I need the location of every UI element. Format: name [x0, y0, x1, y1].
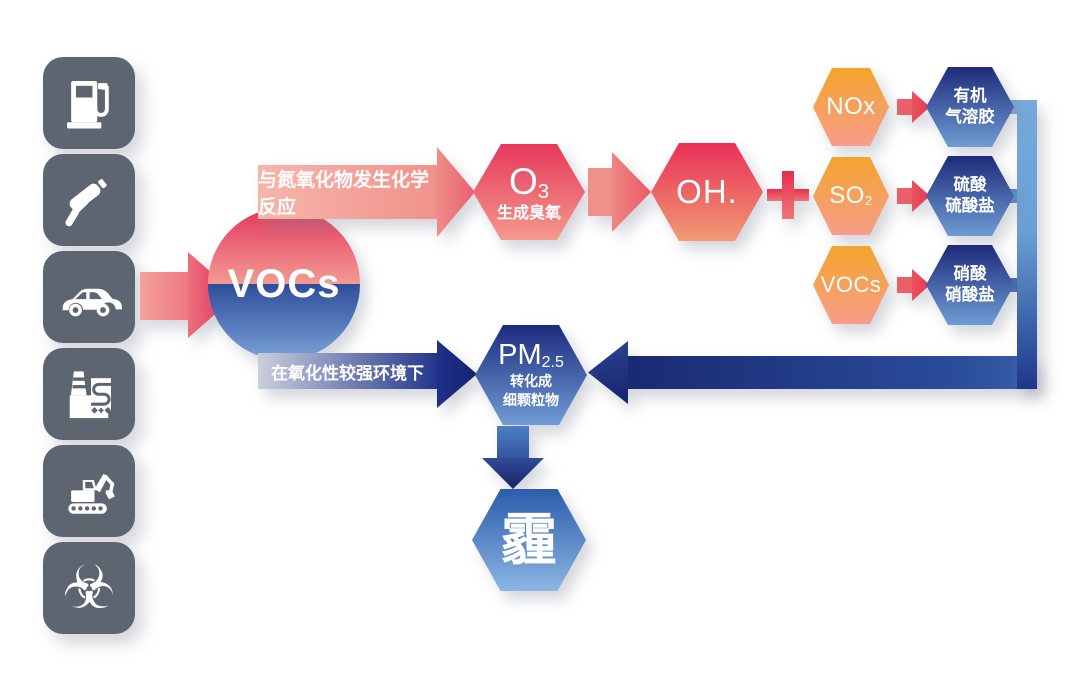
vocs-circle-red-half: [208, 208, 360, 284]
source-tile-biohazard: ☣: [43, 542, 135, 634]
pm25-formula: PM2.5: [498, 339, 564, 372]
organic-aerosol-node: 有机 气溶胶: [926, 67, 1014, 147]
vocs-circle-blue-half: [208, 284, 360, 360]
fuel-pump-icon: [67, 81, 109, 129]
nox-arrow: [897, 91, 930, 123]
oxidation-arrow-label: 在氧化性较强环境下: [258, 353, 437, 389]
vocs-circle: VOCs: [208, 208, 360, 360]
products-to-pm-arrow: [588, 341, 1037, 404]
reaction-arrow: 与氮氧化物发生化学反应: [258, 147, 475, 255]
oxidation-arrow: 在氧化性较强环境下: [258, 340, 477, 408]
sulfate-node: 硫酸 硫酸盐: [926, 156, 1014, 236]
so2-label: SO2: [829, 181, 873, 209]
haze-node: 霾: [472, 489, 586, 591]
plus-icon: +: [767, 171, 809, 219]
reaction-arrow-label: 与氮氧化物发生化学反应: [258, 165, 437, 219]
o3-formula: O3: [508, 160, 550, 203]
pm-to-haze-arrow: [482, 426, 544, 489]
o3-node: O3 生成臭氧: [473, 144, 585, 240]
source-tile-paint-roller: [43, 154, 135, 246]
o3-caption: 生成臭氧: [496, 204, 561, 222]
oh-label: OH.: [676, 172, 738, 210]
factory-icon: [69, 371, 112, 419]
collector-bar: [1017, 100, 1037, 389]
biohazard-icon: ☣: [62, 553, 116, 623]
car-icon: [62, 288, 122, 317]
haze-label: 霾: [501, 508, 557, 572]
vocs-node: VOCs: [208, 208, 360, 360]
source-tile-car: [43, 251, 135, 343]
nox-label: NOx: [826, 92, 876, 120]
nitrate-node: 硝酸 硝酸盐: [926, 245, 1014, 325]
oh-node: OH.: [651, 143, 763, 241]
so2-arrow: [897, 180, 930, 212]
o3-to-oh-arrow: [588, 152, 651, 232]
vocs-hex-node: VOCs: [813, 246, 889, 324]
sulfate-label: 硫酸 硫酸盐: [945, 175, 995, 215]
pm25-node: PM2.5 转化成 细颗粒物: [475, 325, 587, 425]
vocs-label: VOCs: [227, 261, 341, 306]
nox-node: NOx: [813, 68, 889, 146]
excavator-icon: [68, 473, 115, 514]
so2-node: SO2: [813, 157, 889, 235]
vocs-hex-label: VOCs: [820, 271, 882, 297]
vocs-row-arrow: [897, 269, 930, 301]
pm25-caption: 转化成 细颗粒物: [503, 373, 559, 408]
source-tile-factory: [43, 348, 135, 440]
organic-aerosol-label: 有机 气溶胶: [945, 86, 995, 126]
paint-roller-icon: [65, 179, 107, 227]
nitrate-label: 硝酸 硝酸盐: [945, 264, 995, 304]
source-tile-excavator: [43, 445, 135, 537]
source-tile-fuel-pump: [43, 57, 135, 149]
